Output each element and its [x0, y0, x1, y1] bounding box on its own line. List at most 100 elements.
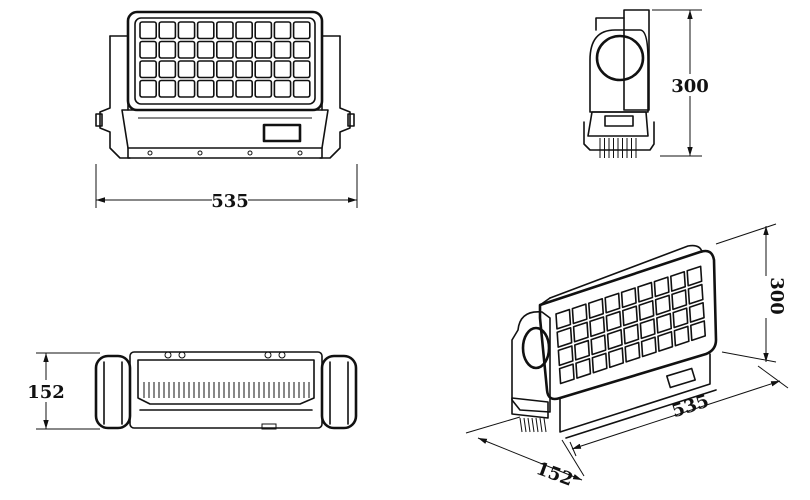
fin: [543, 417, 547, 433]
iso-depth-label: 152: [533, 458, 575, 491]
led-cell: [623, 323, 640, 345]
led-cell: [589, 316, 606, 338]
led-cell: [639, 318, 656, 340]
led-cell: [196, 40, 215, 59]
led-cell: [254, 60, 273, 79]
led-cell: [653, 276, 670, 298]
led-cell: [216, 60, 234, 79]
led-cell: [177, 79, 196, 98]
led-cell: [177, 60, 196, 79]
top-heat-sink: [143, 382, 310, 398]
heat-sink-fins: [599, 138, 637, 158]
led-cell: [158, 21, 177, 40]
led-cell: [254, 79, 273, 98]
fin: [531, 417, 535, 433]
led-cell: [672, 307, 689, 329]
led-cell: [196, 21, 215, 40]
led-cell: [654, 294, 671, 316]
led-cell: [158, 40, 177, 59]
led-cell: [216, 21, 234, 40]
led-cell: [621, 305, 639, 327]
led-cell: [624, 341, 641, 363]
led-cell: [604, 292, 621, 314]
led-cell: [254, 21, 273, 40]
led-cell: [177, 40, 196, 59]
led-cell: [591, 352, 608, 374]
iso-height-label: 300: [766, 277, 787, 315]
fin: [535, 417, 539, 433]
led-cell: [556, 326, 573, 348]
led-cell: [557, 345, 574, 367]
led-cell: [235, 21, 254, 40]
led-cell: [139, 21, 158, 40]
led-cell: [177, 21, 196, 40]
led-cell: [689, 320, 707, 342]
led-cell: [273, 60, 292, 79]
motor-housing: [595, 34, 645, 82]
led-cell: [620, 287, 637, 309]
led-cell: [606, 328, 623, 350]
led-cell: [273, 79, 292, 98]
led-cell: [273, 21, 292, 40]
fin: [527, 417, 531, 433]
front-width-label: 535: [211, 191, 249, 212]
iso-motor-housing: [521, 326, 551, 370]
led-cell: [686, 265, 703, 287]
top-view: [94, 351, 358, 430]
led-cell: [254, 40, 273, 59]
led-cell: [292, 40, 311, 59]
front-view: [95, 10, 355, 159]
led-cell: [657, 330, 674, 352]
led-cell: [640, 336, 657, 358]
iso-height-dimension: 300: [715, 223, 787, 363]
led-cell: [555, 308, 572, 330]
led-cell: [573, 339, 591, 361]
led-grid: [139, 21, 311, 98]
led-cell: [655, 312, 673, 334]
fin: [519, 417, 523, 433]
led-cell: [571, 303, 588, 325]
led-cell: [292, 60, 311, 79]
led-cell: [216, 79, 234, 98]
head-side-profile: [623, 9, 650, 111]
led-cell: [687, 283, 704, 305]
led-cell: [637, 281, 654, 303]
led-cell: [587, 297, 605, 319]
led-cell: [292, 21, 311, 40]
led-cell: [607, 347, 625, 369]
led-cell: [235, 40, 254, 59]
led-cell: [673, 325, 690, 347]
led-cell: [292, 79, 311, 98]
led-cell: [196, 60, 215, 79]
side-view: [583, 9, 655, 158]
led-cell: [235, 60, 254, 79]
led-cell: [638, 299, 655, 321]
led-cell: [139, 60, 158, 79]
iso-heat-sink: [519, 417, 547, 433]
led-cell: [688, 301, 705, 323]
iso-width-dimension: 535: [569, 365, 789, 457]
display-window: [262, 123, 302, 143]
led-cell: [273, 40, 292, 59]
led-cell: [158, 79, 177, 98]
top-depth-label: 152: [27, 382, 65, 403]
led-cell: [575, 357, 592, 379]
led-cell: [590, 334, 607, 356]
led-cell: [196, 79, 215, 98]
led-cell: [235, 79, 254, 98]
led-cell: [605, 310, 622, 332]
led-cell: [558, 363, 575, 385]
iso-led-head: [538, 249, 718, 401]
led-cell: [158, 60, 177, 79]
iso-led-grid: [555, 265, 707, 385]
side-height-dimension: 300: [652, 9, 709, 157]
led-cell: [669, 270, 687, 292]
top-depth-dimension: 152: [27, 352, 100, 430]
fin: [539, 417, 543, 433]
led-cell: [216, 40, 234, 59]
side-height-label: 300: [671, 76, 709, 97]
led-cell: [572, 321, 589, 343]
led-cell: [671, 289, 688, 311]
led-cell: [139, 40, 158, 59]
